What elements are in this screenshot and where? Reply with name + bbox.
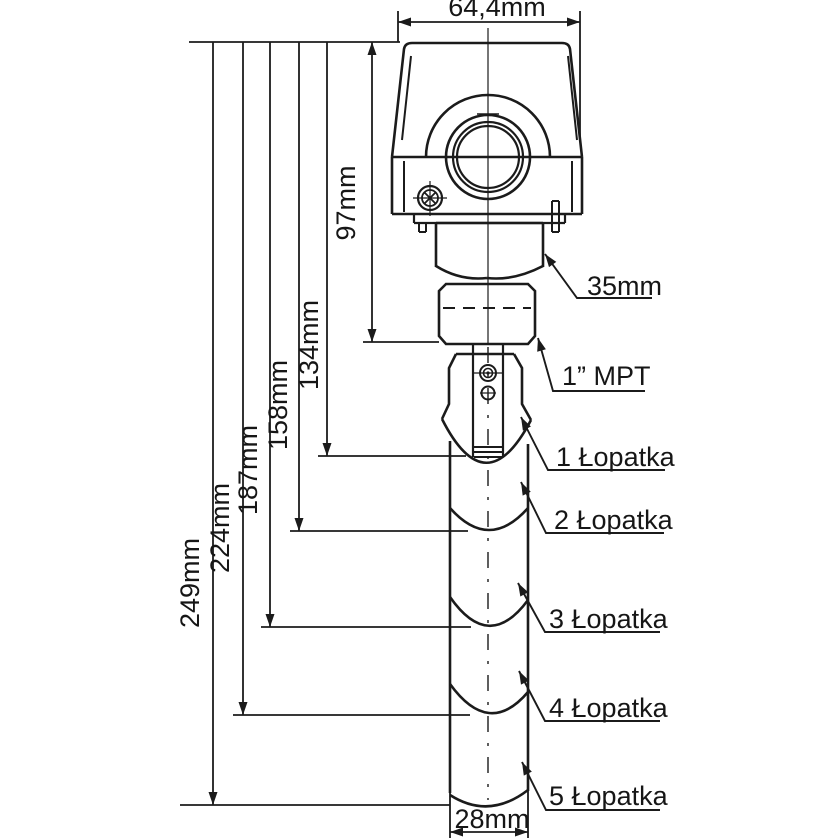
leader-paddle-4 [518,670,660,722]
paddle-2-cut-arc [449,507,529,532]
paddle-4-cut-arc [448,683,529,715]
shaft-guard [440,344,533,800]
thread-outline [437,282,537,346]
left-dimension-label-134: 134mm [294,300,324,390]
left-dimension-label-224: 224mm [205,483,235,573]
process-thread [437,282,537,346]
guard-bowl-arc [440,418,533,464]
hex-nut-sides [434,223,545,267]
leader-paddle-5 [521,761,660,811]
paddle-5-cut-arc [449,788,529,808]
leader-lines [517,253,665,811]
left-dimension-label-97: 97mm [331,165,361,240]
thread-label: 1” MPT [562,361,651,391]
guard-outline [440,352,533,421]
paddle-label-3: 3 Łopatka [549,604,669,634]
head-body-box [390,157,584,216]
head-body-inner-edges [403,161,573,212]
base-plate-tab-left [418,223,427,233]
paddle-label-4: 4 Łopatka [549,693,669,723]
hex-nut-facet-arcs [435,264,544,280]
paddle-pipe [448,441,530,838]
base-plate [412,214,567,225]
paddle-label-1: 1 Łopatka [556,442,676,472]
slot-bottom-band [474,446,503,458]
leader-35mm [544,253,652,299]
top-dimension-label: 64,4mm [448,0,546,22]
top-dimension [397,11,581,142]
sensor-head [390,28,584,345]
left-dimension-label-249: 249mm [175,538,205,628]
paddle-3-cut-arc [448,596,530,627]
base-plate-tab-right [551,200,560,233]
left-dimension-label-158: 158mm [263,360,293,450]
leader-paddle-1 [520,416,665,471]
paddle-label-5: 5 Łopatka [549,781,669,811]
leader-paddle-2 [520,481,664,534]
hex-size-label: 35mm [587,271,662,301]
leader-mpt [537,337,645,392]
head-cap-outline [390,41,584,158]
head-cap-inner-edges [401,55,578,141]
hex-nut [434,221,545,280]
paddle-label-2: 2 Łopatka [554,505,674,535]
bottom-dimension-label: 28mm [454,804,529,834]
cover-screw-centermark [413,181,447,216]
left-dimension-label-187: 187mm [233,425,263,515]
shaft-slot-walls [471,344,505,457]
leader-paddle-3 [517,582,660,633]
left-dimension-lines [180,41,471,806]
